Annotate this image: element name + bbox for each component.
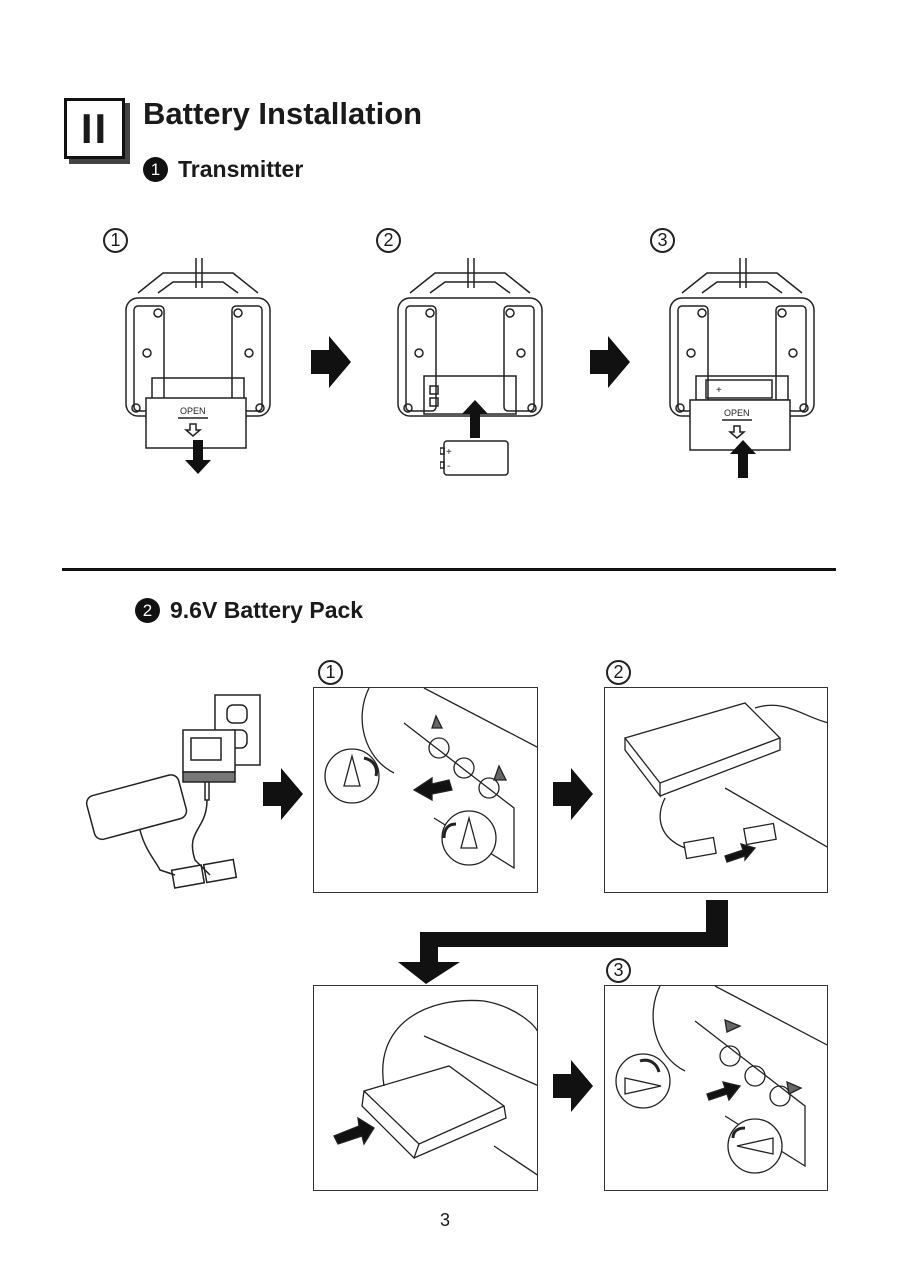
9v-battery-icon: + - bbox=[440, 440, 510, 476]
transmitter-illustration-step-3: + OPEN bbox=[662, 258, 822, 478]
up-arrow-icon bbox=[460, 400, 490, 438]
battery-step-2-panel bbox=[604, 687, 828, 893]
charger-illustration bbox=[85, 690, 265, 910]
transmitter-illustration-step-1: OPEN bbox=[118, 258, 278, 478]
subsection-number-badge: 2 bbox=[135, 598, 160, 623]
right-arrow-icon bbox=[263, 768, 303, 820]
subsection-number-badge: 1 bbox=[143, 157, 168, 182]
positive-terminal-label: + bbox=[446, 447, 452, 458]
battery-step-1-panel bbox=[313, 687, 538, 893]
down-arrow-icon bbox=[183, 440, 213, 476]
page-number: 3 bbox=[440, 1210, 451, 1230]
battery-step-3-panel bbox=[604, 985, 828, 1191]
subsection-transmitter-heading: 1 Transmitter bbox=[143, 156, 303, 183]
subsection-title: 9.6V Battery Pack bbox=[170, 597, 364, 623]
page-title: Battery Installation bbox=[143, 96, 423, 131]
up-arrow-icon bbox=[728, 440, 758, 478]
right-arrow-icon bbox=[590, 336, 630, 388]
positive-terminal-label: + bbox=[716, 385, 722, 396]
battery-insert-panel bbox=[313, 985, 538, 1191]
section-roman-numeral: II bbox=[80, 104, 109, 152]
open-label: OPEN bbox=[180, 406, 206, 416]
subsection-title: Transmitter bbox=[178, 156, 304, 182]
step-number-3: 3 bbox=[650, 228, 675, 253]
right-arrow-icon bbox=[311, 336, 351, 388]
negative-terminal-label: - bbox=[447, 461, 450, 472]
step-number-2: 2 bbox=[606, 660, 631, 685]
step-number-2: 2 bbox=[376, 228, 401, 253]
continue-elbow-arrow-icon bbox=[398, 900, 730, 984]
subsection-battery-pack-heading: 2 9.6V Battery Pack bbox=[135, 597, 363, 624]
step-number-1: 1 bbox=[318, 660, 343, 685]
step-number-1: 1 bbox=[103, 228, 128, 253]
section-number-box: II bbox=[64, 98, 125, 159]
step-number-3: 3 bbox=[606, 958, 631, 983]
right-arrow-icon bbox=[553, 768, 593, 820]
section-divider bbox=[62, 568, 836, 571]
open-label: OPEN bbox=[724, 408, 750, 418]
right-arrow-icon bbox=[553, 1060, 593, 1112]
